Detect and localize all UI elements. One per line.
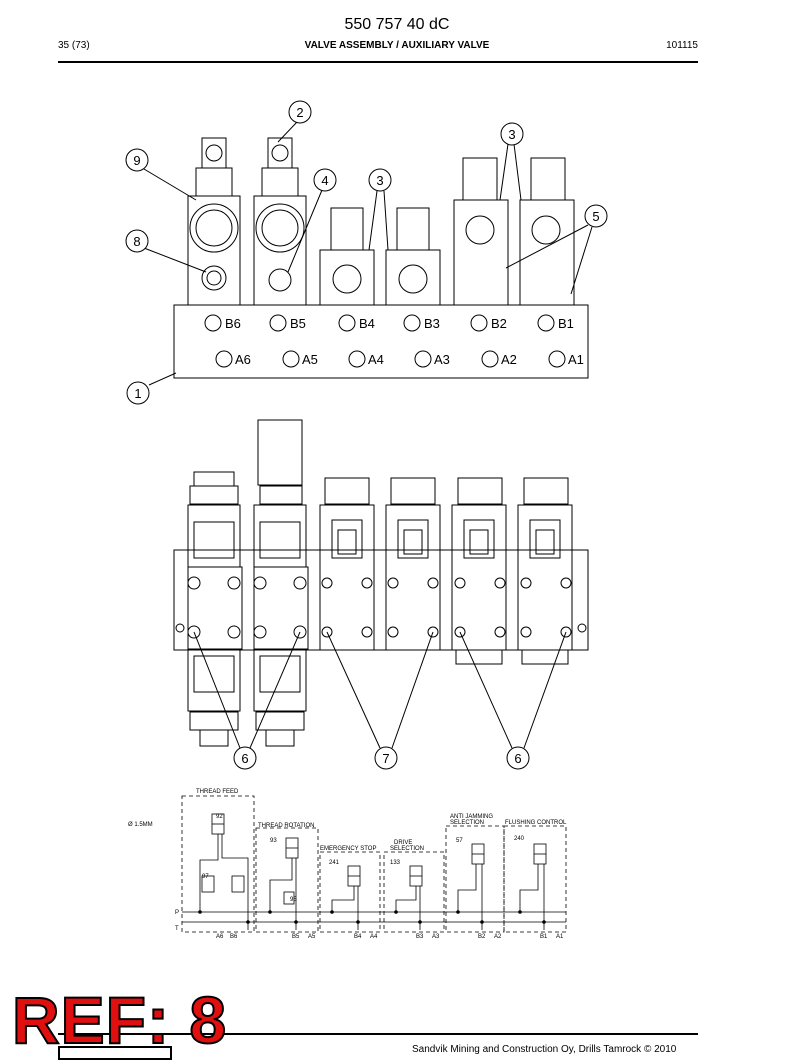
callout-2-top: 2 <box>296 105 303 120</box>
port-label-b3: B3 <box>424 316 440 331</box>
callout-5: 5 <box>592 209 599 224</box>
header-rule <box>58 61 698 63</box>
sch-port-a5: A5 <box>308 934 316 940</box>
port-label-a1: A1 <box>568 352 584 367</box>
callout-4: 4 <box>321 173 328 188</box>
item-95: 95 <box>290 897 297 903</box>
callout-9: 9 <box>133 153 140 168</box>
footer-copyright: Sandvik Mining and Construction Oy, Dril… <box>412 1044 677 1055</box>
callout-3-right: 3 <box>508 127 515 142</box>
document-number: 550 757 40 dC <box>344 16 450 33</box>
sch-port-b3: B3 <box>416 934 424 940</box>
item-241: 241 <box>329 860 340 866</box>
sch-port-a3: A3 <box>432 934 440 940</box>
date-code: 101115 <box>666 40 698 51</box>
label-drive-1: DRIVE <box>394 840 412 846</box>
label-t: T <box>175 926 179 932</box>
label-thread-rotation: THREAD ROTATION <box>258 823 314 829</box>
callouts: 2 3 9 4 3 5 8 1 6 7 6 <box>125 100 608 770</box>
sch-port-b1: B1 <box>540 934 548 940</box>
port-label-a6: A6 <box>235 352 251 367</box>
callout-3-mid: 3 <box>376 173 383 188</box>
callout-1: 1 <box>134 386 141 401</box>
callout-6-left: 6 <box>241 751 248 766</box>
label-thread-feed: THREAD FEED <box>196 789 239 795</box>
port-label-b1: B1 <box>558 316 574 331</box>
item-93: 93 <box>270 838 277 844</box>
item-97: 97 <box>202 874 209 880</box>
reference-stamp: REF: 8 <box>11 982 228 1058</box>
item-92: 92 <box>216 814 223 820</box>
label-orifice: Ø 1.5MM <box>128 822 153 828</box>
port-label-a2: A2 <box>501 352 517 367</box>
port-label-a3: A3 <box>434 352 450 367</box>
item-133: 133 <box>390 860 401 866</box>
manifold-front <box>173 549 589 651</box>
page-number: 35 (73) <box>58 40 90 51</box>
port-label-b4: B4 <box>359 316 375 331</box>
sch-port-a2: A2 <box>494 934 502 940</box>
port-label-b5: B5 <box>290 316 306 331</box>
callout-7: 7 <box>382 751 389 766</box>
port-label-a4: A4 <box>368 352 384 367</box>
label-anti-jamming-1: ANTI JAMMING <box>450 814 493 820</box>
sch-port-b6: B6 <box>230 934 238 940</box>
port-label-b2: B2 <box>491 316 507 331</box>
port-label-a5: A5 <box>302 352 318 367</box>
label-anti-jamming-2: SELECTION <box>450 820 484 826</box>
port-holes <box>204 314 566 368</box>
company-logo <box>58 1046 172 1060</box>
label-flushing-control: FLUSHING CONTROL <box>505 820 567 826</box>
sch-port-b2: B2 <box>478 934 486 940</box>
hydraulic-schematic: THREAD FEED Ø 1.5MM THREAD ROTATION EMER… <box>128 789 567 940</box>
item-240: 240 <box>514 836 525 842</box>
front-view <box>173 419 589 749</box>
sch-port-b4: B4 <box>354 934 362 940</box>
label-emergency-stop: EMERGENCY STOP <box>320 846 376 852</box>
sch-port-a4: A4 <box>370 934 378 940</box>
sch-port-a6: A6 <box>216 934 224 940</box>
manifold-block <box>173 304 589 379</box>
item-57: 57 <box>456 838 463 844</box>
callout-8: 8 <box>133 234 140 249</box>
callout-6-right: 6 <box>514 751 521 766</box>
top-view: B6 B5 B4 B3 B2 B1 A6 A5 A4 A3 A2 A1 <box>143 121 593 386</box>
label-drive-2: SELECTION <box>390 846 424 852</box>
footer-rule <box>58 1033 698 1035</box>
sch-port-b5: B5 <box>292 934 300 940</box>
section-title: VALVE ASSEMBLY / AUXILIARY VALVE <box>304 40 490 51</box>
sch-port-a1: A1 <box>556 934 564 940</box>
label-p: P <box>175 910 179 916</box>
port-label-b6: B6 <box>225 316 241 331</box>
